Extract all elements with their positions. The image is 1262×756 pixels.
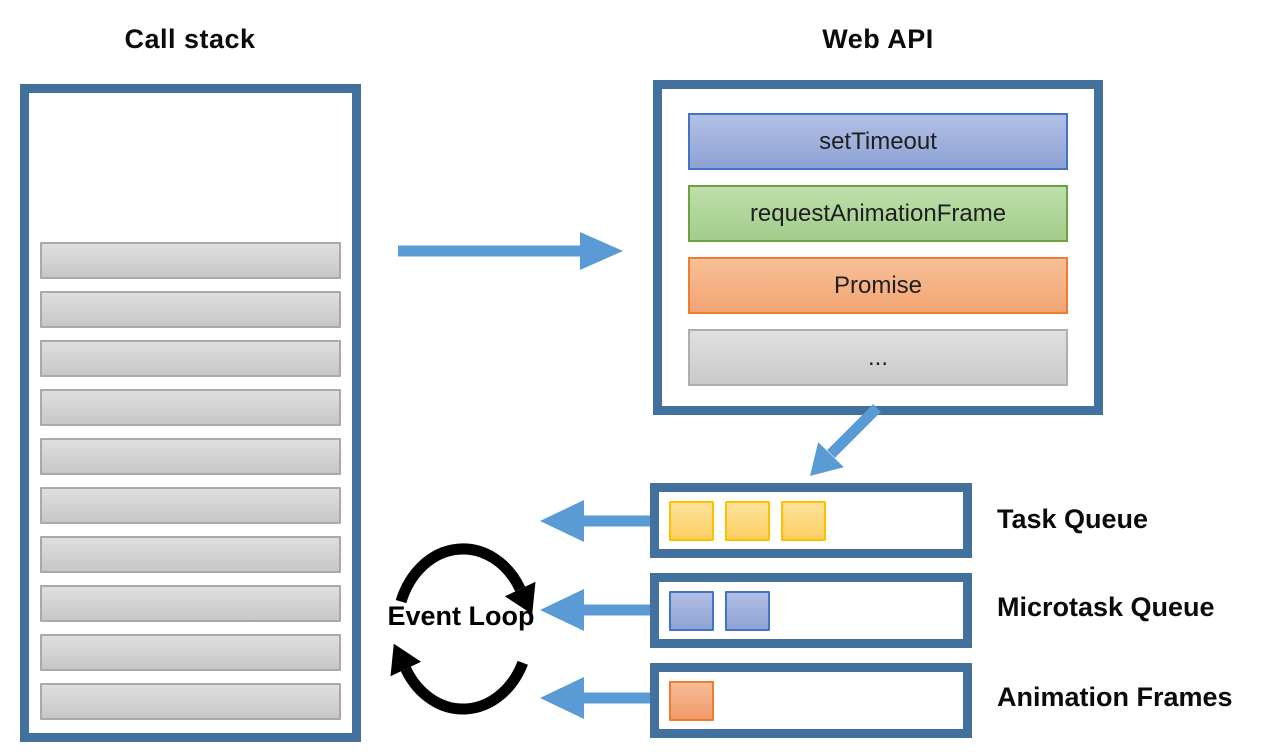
arrow-task-queue-to-event-loop bbox=[540, 500, 656, 542]
animation-frames-box bbox=[650, 663, 972, 738]
call-stack-frame bbox=[40, 585, 341, 622]
event-loop-label: Event Loop bbox=[387, 601, 535, 631]
arrow-call-stack-to-web-api bbox=[398, 232, 623, 270]
microtask-queue-item bbox=[725, 590, 770, 631]
microtask-queue-box bbox=[650, 573, 972, 648]
web-api-item-other: ... bbox=[688, 329, 1068, 386]
call-stack-frame bbox=[40, 487, 341, 524]
call-stack-frame bbox=[40, 683, 341, 720]
call-stack-frame bbox=[40, 634, 341, 671]
web-api-item-promise: Promise bbox=[688, 257, 1068, 314]
web-api-item-requestanimationframe: requestAnimationFrame bbox=[688, 185, 1068, 242]
call-stack-frame bbox=[40, 389, 341, 426]
task-queue-label: Task Queue bbox=[997, 504, 1149, 534]
event-loop-cycle-icon bbox=[390, 543, 536, 715]
call-stack-frame bbox=[40, 536, 341, 573]
arrow-web-api-to-task-queue bbox=[810, 404, 881, 476]
microtask-queue-item bbox=[669, 590, 714, 631]
arrow-microtask-queue-to-event-loop bbox=[540, 589, 656, 631]
task-queue-item bbox=[725, 500, 770, 541]
web-api-item-settimeout: setTimeout bbox=[688, 113, 1068, 170]
call-stack-box bbox=[20, 84, 361, 742]
animation-frames-label: Animation Frames bbox=[997, 682, 1233, 712]
call-stack-frame bbox=[40, 340, 341, 377]
call-stack-frame bbox=[40, 242, 341, 279]
call-stack-frame bbox=[40, 438, 341, 475]
task-queue-item bbox=[781, 500, 826, 541]
web-api-box: setTimeout requestAnimationFrame Promise… bbox=[653, 80, 1103, 415]
call-stack-frame bbox=[40, 291, 341, 328]
animation-frame-item bbox=[669, 680, 714, 721]
task-queue-box bbox=[650, 483, 972, 558]
arrow-animation-frames-to-event-loop bbox=[540, 677, 656, 719]
web-api-title: Web API bbox=[822, 24, 934, 54]
call-stack-title: Call stack bbox=[124, 24, 256, 54]
task-queue-item bbox=[669, 500, 714, 541]
microtask-queue-label: Microtask Queue bbox=[997, 592, 1215, 622]
